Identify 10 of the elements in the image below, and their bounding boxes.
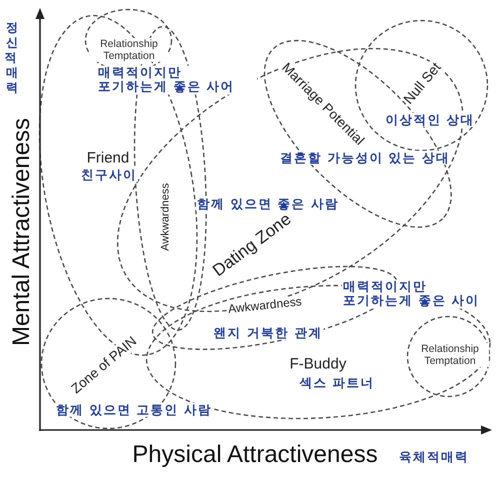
zone-description: 함께 있으면 고통인 사람: [54, 402, 214, 418]
zone-description: 친구사이: [80, 168, 138, 182]
zone-label: Relationship Temptation: [90, 38, 168, 62]
zone-description: 매력적이지만 포기하는게 좋은 사어: [97, 66, 257, 94]
zone-label: F-Buddy: [288, 355, 348, 373]
zone-description: 이상적인 상대: [384, 112, 476, 128]
zone-description: 함께 있으면 좋은 사람: [196, 196, 340, 212]
zone-description: 왠지 거북한 관계: [212, 326, 324, 340]
zone-description: 결혼할 가능성이 있는 상대: [278, 150, 452, 166]
axis-title: 정신적 매력: [4, 20, 20, 96]
